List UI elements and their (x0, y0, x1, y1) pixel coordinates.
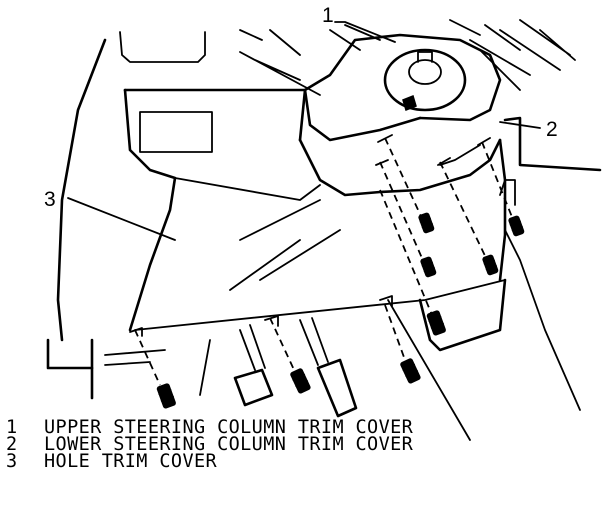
screw-1 (418, 212, 435, 234)
hole-trim-cover (123, 88, 506, 332)
legend-label: UPPER STEERING COLUMN TRIM COVER (44, 417, 414, 438)
lower-steering-column-cover (298, 138, 581, 411)
pedal-assembly (199, 317, 358, 418)
dashboard-background (56, 19, 602, 342)
upper-steering-column-cover (303, 33, 502, 142)
mounting-screws (129, 134, 525, 409)
callout-leaders (67, 21, 541, 441)
callout-3: 3 (44, 188, 56, 211)
legend-number: 3 (6, 451, 18, 472)
screw-4 (482, 254, 499, 276)
legend-number: 1 (6, 417, 18, 438)
legend-row: 3 HOLE TRIM COVER (6, 451, 596, 472)
screw-8 (156, 383, 176, 409)
callout-2: 2 (546, 118, 558, 141)
legend-number: 2 (6, 434, 18, 455)
floor-panel (46, 338, 166, 400)
screw-7 (290, 368, 311, 394)
legend: 1 UPPER STEERING COLUMN TRIM COVER 2 LOW… (6, 417, 596, 472)
legend-row: 2 LOWER STEERING COLUMN TRIM COVER (6, 434, 596, 455)
screw-2 (420, 256, 437, 278)
screw-5 (508, 215, 525, 237)
legend-label: HOLE TRIM COVER (44, 451, 218, 472)
callout-1: 1 (322, 4, 334, 27)
legend-label: LOWER STEERING COLUMN TRIM COVER (44, 434, 414, 455)
screw-6 (400, 358, 421, 384)
screw-3 (426, 310, 446, 336)
legend-row: 1 UPPER STEERING COLUMN TRIM COVER (6, 417, 596, 438)
